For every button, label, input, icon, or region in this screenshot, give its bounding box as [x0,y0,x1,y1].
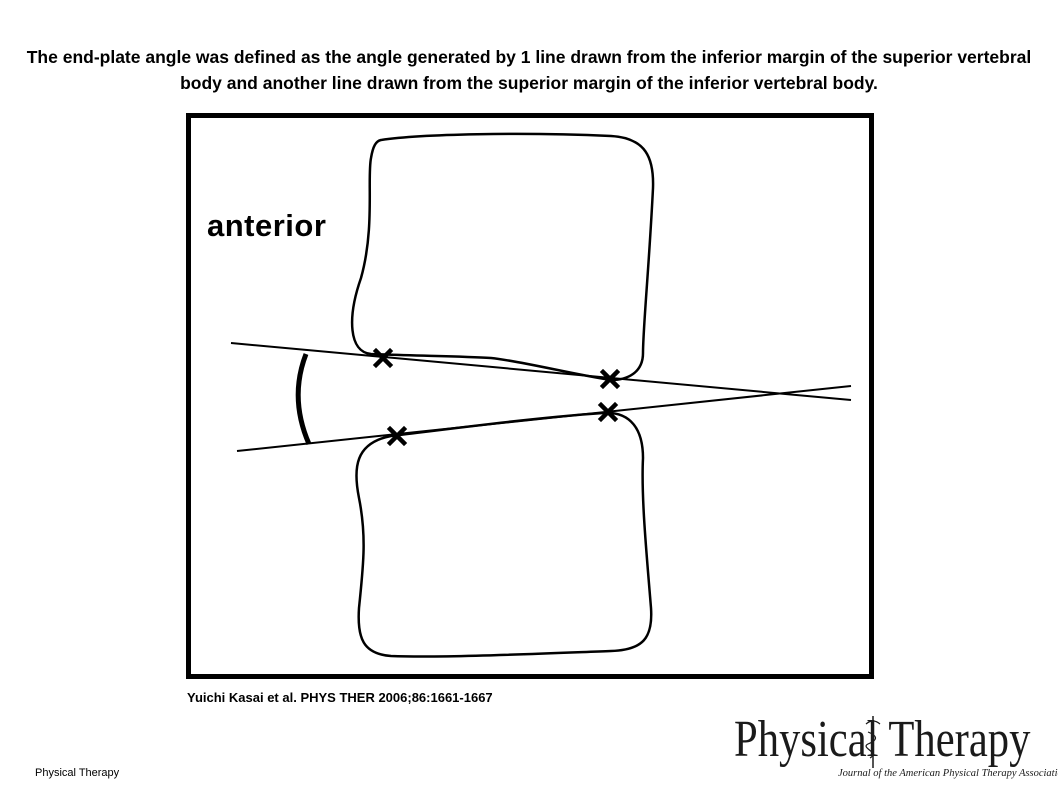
caduceus-icon [865,716,881,768]
inferior-vertebral-body [355,411,653,658]
cross-mark [599,368,621,390]
footer-source: Physical Therapy [35,767,120,779]
cross-mark [597,401,619,423]
inferior-endplate-line [236,385,852,452]
cross-mark [372,347,394,369]
cross-mark [386,425,408,447]
superior-endplate-line [230,342,852,401]
anterior-label: anterior [207,208,327,243]
logo-subtitle: Journal of the American Physical Therapy… [838,768,1058,779]
end-plate-angle-arc [295,353,312,445]
superior-vertebral-body [350,132,655,382]
journal-logo: Physical Therapy Journal of the American… [734,711,1058,782]
vertebrae-diagram: anterior [186,113,874,679]
slide-title: The end-plate angle was defined as the a… [26,47,1032,93]
logo-title: Physical Therapy [734,711,1031,768]
citation: Yuichi Kasai et al. PHYS THER 2006;86:16… [187,690,493,705]
diagram-canvas [230,132,852,658]
